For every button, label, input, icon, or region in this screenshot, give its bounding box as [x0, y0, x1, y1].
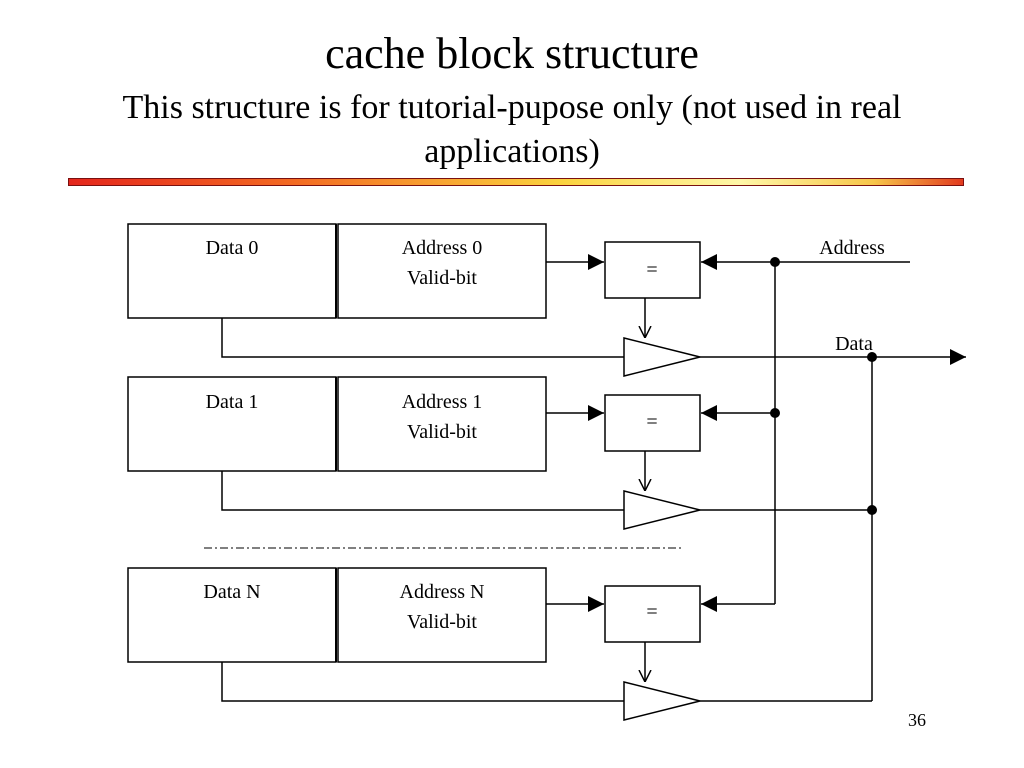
slide-subtitle: This structure is for tutorial-pupose on…	[122, 89, 902, 170]
title-divider	[68, 178, 964, 186]
data-junction-dot	[867, 352, 877, 362]
data-cell	[127, 376, 337, 472]
cache-row	[127, 223, 775, 377]
tristate-buffer	[623, 490, 701, 530]
page-number: 36	[908, 710, 926, 730]
tristate-buffer	[623, 681, 701, 721]
address-bus-label: Address	[819, 237, 885, 259]
comparator	[604, 394, 701, 452]
valid-bit-label: Valid-bit	[407, 267, 477, 289]
cache-row	[127, 567, 872, 721]
address-label: Address 0	[402, 237, 483, 259]
data-bus-label: Data	[835, 333, 873, 355]
address-junction-dot	[770, 408, 780, 418]
data-cell-label: Data N	[203, 581, 260, 603]
address-label: Address N	[400, 581, 485, 603]
address-cell	[337, 567, 547, 663]
valid-bit-label: Valid-bit	[407, 421, 477, 443]
address-junction-dot	[770, 257, 780, 267]
data-path	[221, 471, 624, 511]
comparator	[604, 241, 701, 299]
junction-dots	[770, 257, 877, 515]
comparator-label: =	[646, 259, 657, 281]
slide-title: cache block structure	[325, 29, 699, 78]
data-path	[221, 662, 624, 702]
comparator	[604, 585, 701, 643]
address-label: Address 1	[402, 391, 483, 413]
data-cell-label: Data 1	[206, 391, 259, 413]
cache-row	[127, 376, 872, 530]
address-cell	[337, 223, 547, 319]
address-cell	[337, 376, 547, 472]
valid-bit-label: Valid-bit	[407, 611, 477, 633]
data-cell-label: Data 0	[206, 237, 259, 259]
tristate-buffer	[623, 337, 701, 377]
comparator-label: =	[646, 601, 657, 623]
data-junction-dot	[867, 505, 877, 515]
comparator-label: =	[646, 411, 657, 433]
data-path	[221, 318, 624, 358]
